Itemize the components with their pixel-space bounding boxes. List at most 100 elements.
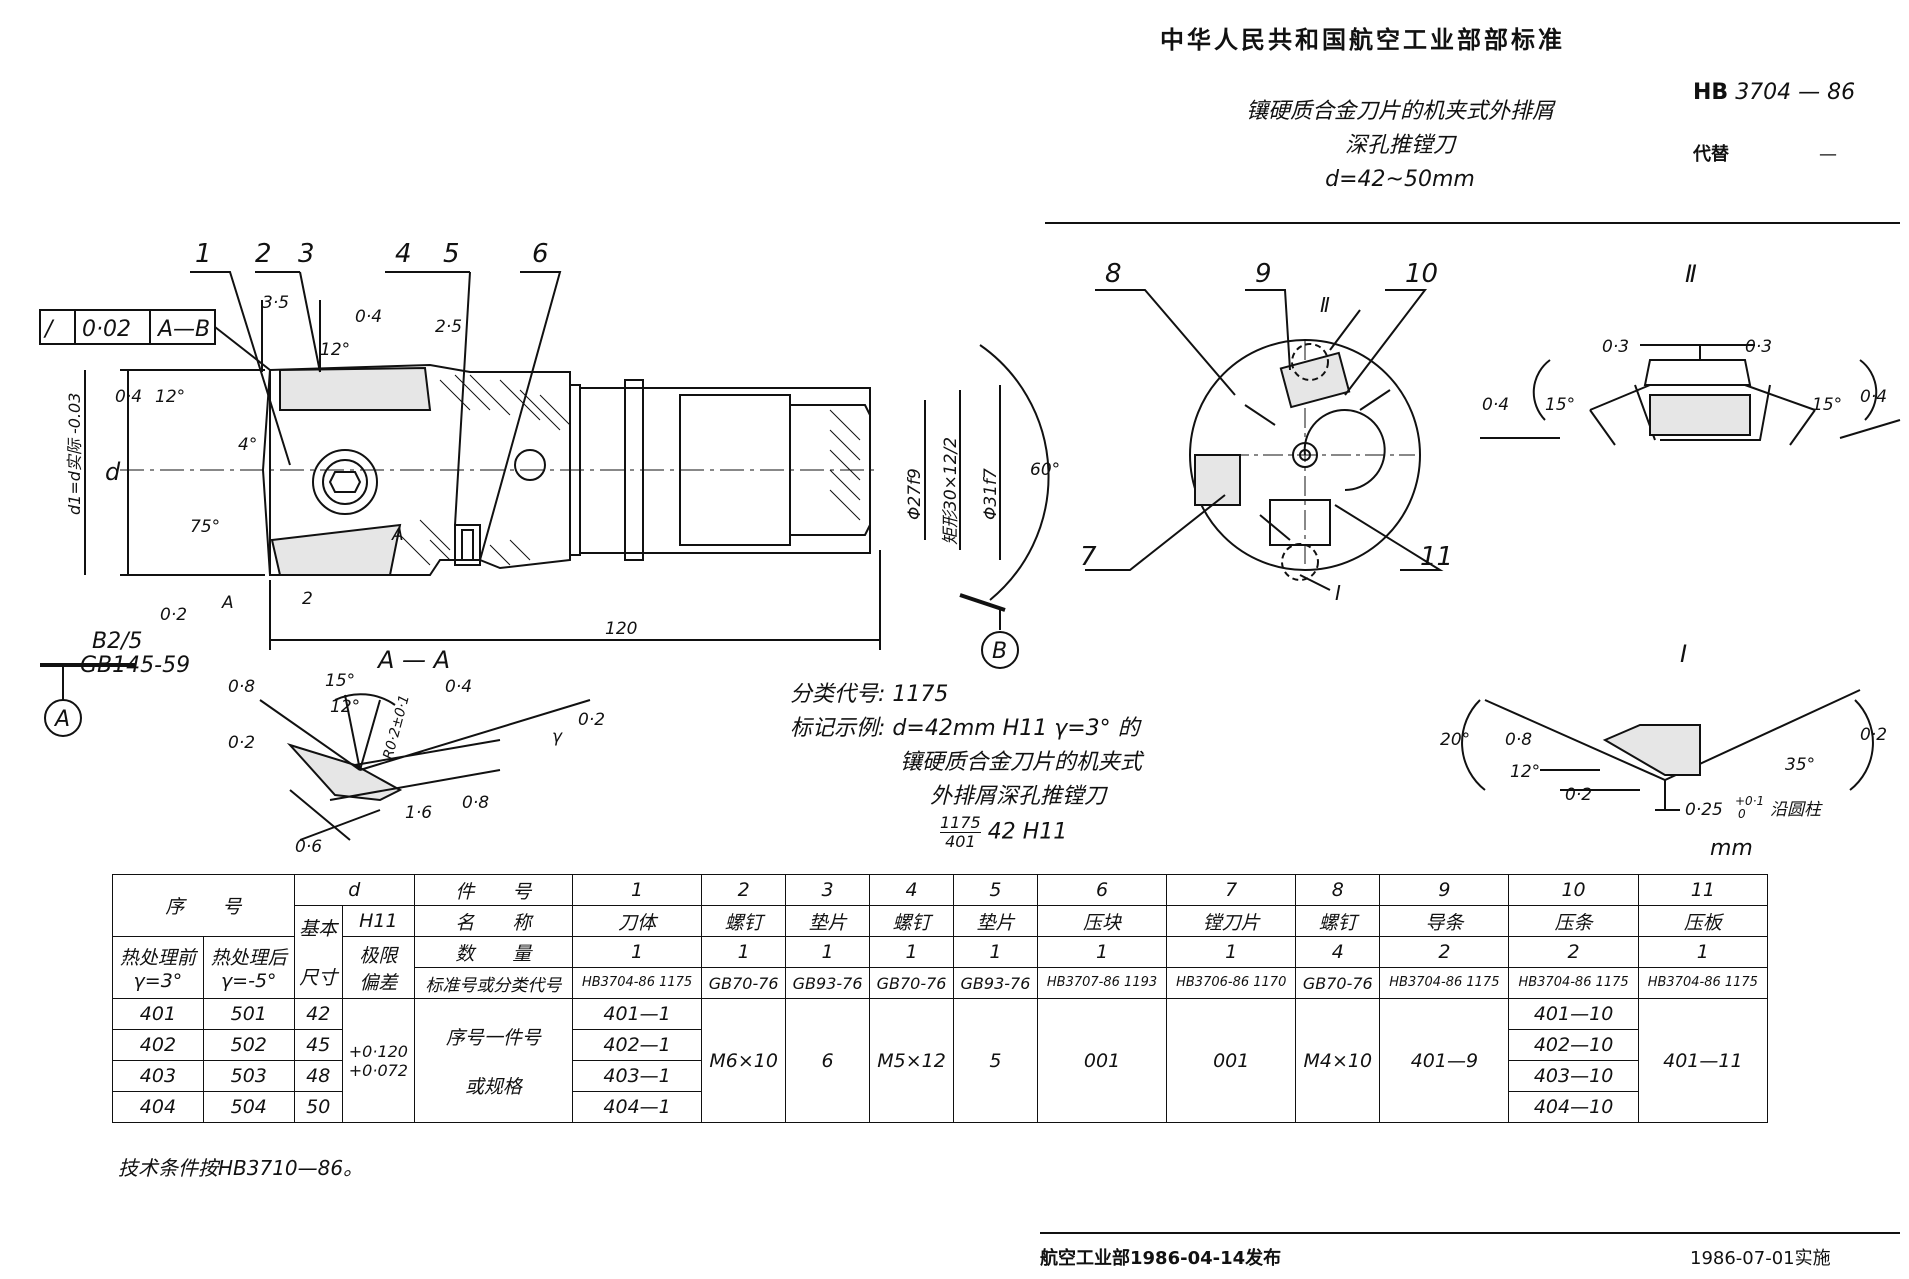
row2-size: 45 bbox=[293, 1029, 343, 1061]
example-fraction: 1175 401 bbox=[940, 814, 981, 851]
row2-p10: 402—10 bbox=[1508, 1029, 1639, 1061]
section-aa-title: A — A bbox=[376, 646, 450, 674]
table-row: 402 502 45 402—1 402—10 bbox=[112, 1029, 1768, 1061]
example-line-3: 外排屑深孔推镗刀 bbox=[930, 784, 1107, 809]
th-d: d bbox=[293, 874, 415, 906]
standard-number: 3704 — 86 bbox=[1735, 80, 1856, 105]
th-std: 标准号或分类代号 bbox=[413, 967, 573, 999]
th-h11: H11 bbox=[341, 905, 415, 937]
technical-drawing: 1 2 3 4 5 6 8 9 10 7 11 / 0·02 A—B 3·5 2… bbox=[39, 239, 1901, 857]
part-no-8: 8 bbox=[1295, 874, 1381, 906]
part-no-5: 5 bbox=[952, 874, 1038, 906]
datum-a-label: A bbox=[53, 707, 70, 732]
part-name-7: 镗刀片 bbox=[1166, 905, 1297, 937]
row3-p1: 403—1 bbox=[571, 1060, 703, 1092]
issuing-organization: 中华人民共和国航空工业部部标准 bbox=[1160, 26, 1565, 54]
callout-4: 4 bbox=[395, 239, 412, 269]
aa-roughness-0-8b: 0·8 bbox=[462, 793, 489, 813]
part-std-9: HB3704-86 1175 bbox=[1379, 967, 1510, 999]
view-i-angle-35: 35° bbox=[1785, 755, 1815, 775]
part-qty-6: 1 bbox=[1036, 936, 1168, 968]
p8-spec: M4×10 bbox=[1295, 998, 1381, 1123]
example-line-2: 镶硬质合金刀片的机夹式 bbox=[900, 750, 1143, 775]
view-i-tol-upper: +0·1 bbox=[1735, 794, 1764, 808]
callout-5: 5 bbox=[443, 239, 460, 269]
part-std-3: GB93-76 bbox=[785, 967, 871, 999]
title-line-1: 镶硬质合金刀片的机夹式外排屑 bbox=[1245, 99, 1554, 124]
callout-11: 11 bbox=[1420, 542, 1453, 572]
aa-angle-15: 15° bbox=[325, 671, 355, 691]
title-line-3: d=42~50mm bbox=[1325, 167, 1475, 192]
part-std-6: HB3707-86 1193 bbox=[1036, 967, 1168, 999]
row1-after: 501 bbox=[202, 998, 295, 1030]
dim-d: d bbox=[105, 458, 121, 486]
part-qty-1: 1 bbox=[571, 936, 703, 968]
spec-line-2: 或规格 bbox=[464, 1075, 522, 1098]
row4-p1: 404—1 bbox=[571, 1091, 703, 1123]
view-i-angle-12: 12° bbox=[1510, 762, 1540, 782]
th-limit-dev: 极限偏差 bbox=[341, 936, 415, 999]
technical-requirements: 技术条件按HB3710—86。 bbox=[118, 1156, 364, 1180]
part-name-4: 螺钉 bbox=[869, 905, 954, 937]
th-qty: 数 量 bbox=[413, 936, 573, 968]
aa-roughness-0-4: 0·4 bbox=[445, 677, 472, 697]
part-qty-8: 4 bbox=[1295, 936, 1381, 968]
example-label: 标记示例: bbox=[790, 716, 886, 741]
p3-spec: 6 bbox=[785, 998, 871, 1123]
view-ii-roughness-a: 0·4 bbox=[1482, 395, 1509, 415]
view-i-roughness-0-2a: 0·2 bbox=[1565, 785, 1592, 805]
example-marking: 1175 401 42 H11 bbox=[790, 814, 1142, 851]
part-no-3: 3 bbox=[785, 874, 871, 906]
row2-p1: 402—1 bbox=[571, 1029, 703, 1061]
view-ii-roughness-b: 0·4 bbox=[1860, 387, 1887, 407]
row3-after: 503 bbox=[202, 1060, 295, 1092]
view-i-dim-0-25: 0·25 bbox=[1685, 800, 1723, 820]
th-size: 尺寸 bbox=[299, 967, 338, 989]
part-std-2: GB70-76 bbox=[701, 967, 787, 999]
part-no-6: 6 bbox=[1036, 874, 1168, 906]
replaces-label: 代替 bbox=[1693, 144, 1729, 165]
tol-datum: A—B bbox=[156, 317, 210, 342]
p7-spec: 001 bbox=[1166, 998, 1297, 1123]
th-part-no: 件 号 bbox=[413, 874, 573, 906]
part-no-11: 11 bbox=[1637, 874, 1769, 906]
section-mark-a: A bbox=[221, 593, 234, 613]
part-std-5: GB93-76 bbox=[952, 967, 1038, 999]
th-after-ht-label: 热处理后 bbox=[210, 947, 287, 969]
aa-radius: R0·2±0·1 bbox=[380, 693, 413, 761]
dim-d1: d1=d实际 -0.03 bbox=[65, 393, 84, 515]
row4-after: 504 bbox=[202, 1091, 295, 1123]
view-i-roughness-0-8: 0·8 bbox=[1505, 730, 1532, 750]
part-std-8: GB70-76 bbox=[1295, 967, 1381, 999]
th-name: 名 称 bbox=[413, 905, 573, 937]
center-hole-spec: B2/5 bbox=[92, 629, 143, 654]
view-ii-dim-0-3a: 0·3 bbox=[1602, 337, 1629, 357]
row1-before: 401 bbox=[112, 998, 204, 1030]
title-line-2: 深孔推镗刀 bbox=[1344, 133, 1455, 158]
dim-angle-75: 75° bbox=[190, 517, 220, 537]
example-row-1: 标记示例: d=42mm H11 γ=3° 的 bbox=[790, 712, 1142, 746]
spec-line-1: 序号一件号 bbox=[445, 1026, 541, 1049]
aa-gamma: γ bbox=[552, 727, 563, 747]
part-no-4: 4 bbox=[869, 874, 954, 906]
dev-values: +0·120+0·072 bbox=[341, 998, 415, 1123]
part-std-4: GB70-76 bbox=[869, 967, 954, 999]
row1-p1: 401—1 bbox=[571, 998, 703, 1030]
p2-spec: M6×10 bbox=[701, 998, 787, 1123]
row3-before: 403 bbox=[112, 1060, 204, 1092]
th-dev: 偏差 bbox=[359, 971, 398, 994]
view-i-tol-lower: 0 bbox=[1738, 807, 1746, 821]
part-name-1: 刀体 bbox=[571, 905, 703, 937]
dim-angle-4: 4° bbox=[238, 435, 257, 455]
p9-spec: 401—9 bbox=[1379, 998, 1510, 1123]
callout-1: 1 bbox=[195, 239, 212, 269]
p11-spec: 401—11 bbox=[1637, 998, 1769, 1123]
footer-rule bbox=[1040, 1232, 1900, 1234]
parts-table: 序 号 d 件 号 1 2 3 4 5 6 7 8 9 10 11 基本尺寸 H… bbox=[112, 874, 1769, 1123]
view-i-note: 沿圆柱 bbox=[1770, 800, 1823, 820]
aa-angle-12: 12° bbox=[330, 697, 360, 717]
part-name-9: 导条 bbox=[1379, 905, 1510, 937]
row1-p10: 401—10 bbox=[1508, 998, 1639, 1030]
dim-angle-60: 60° bbox=[1030, 460, 1060, 480]
